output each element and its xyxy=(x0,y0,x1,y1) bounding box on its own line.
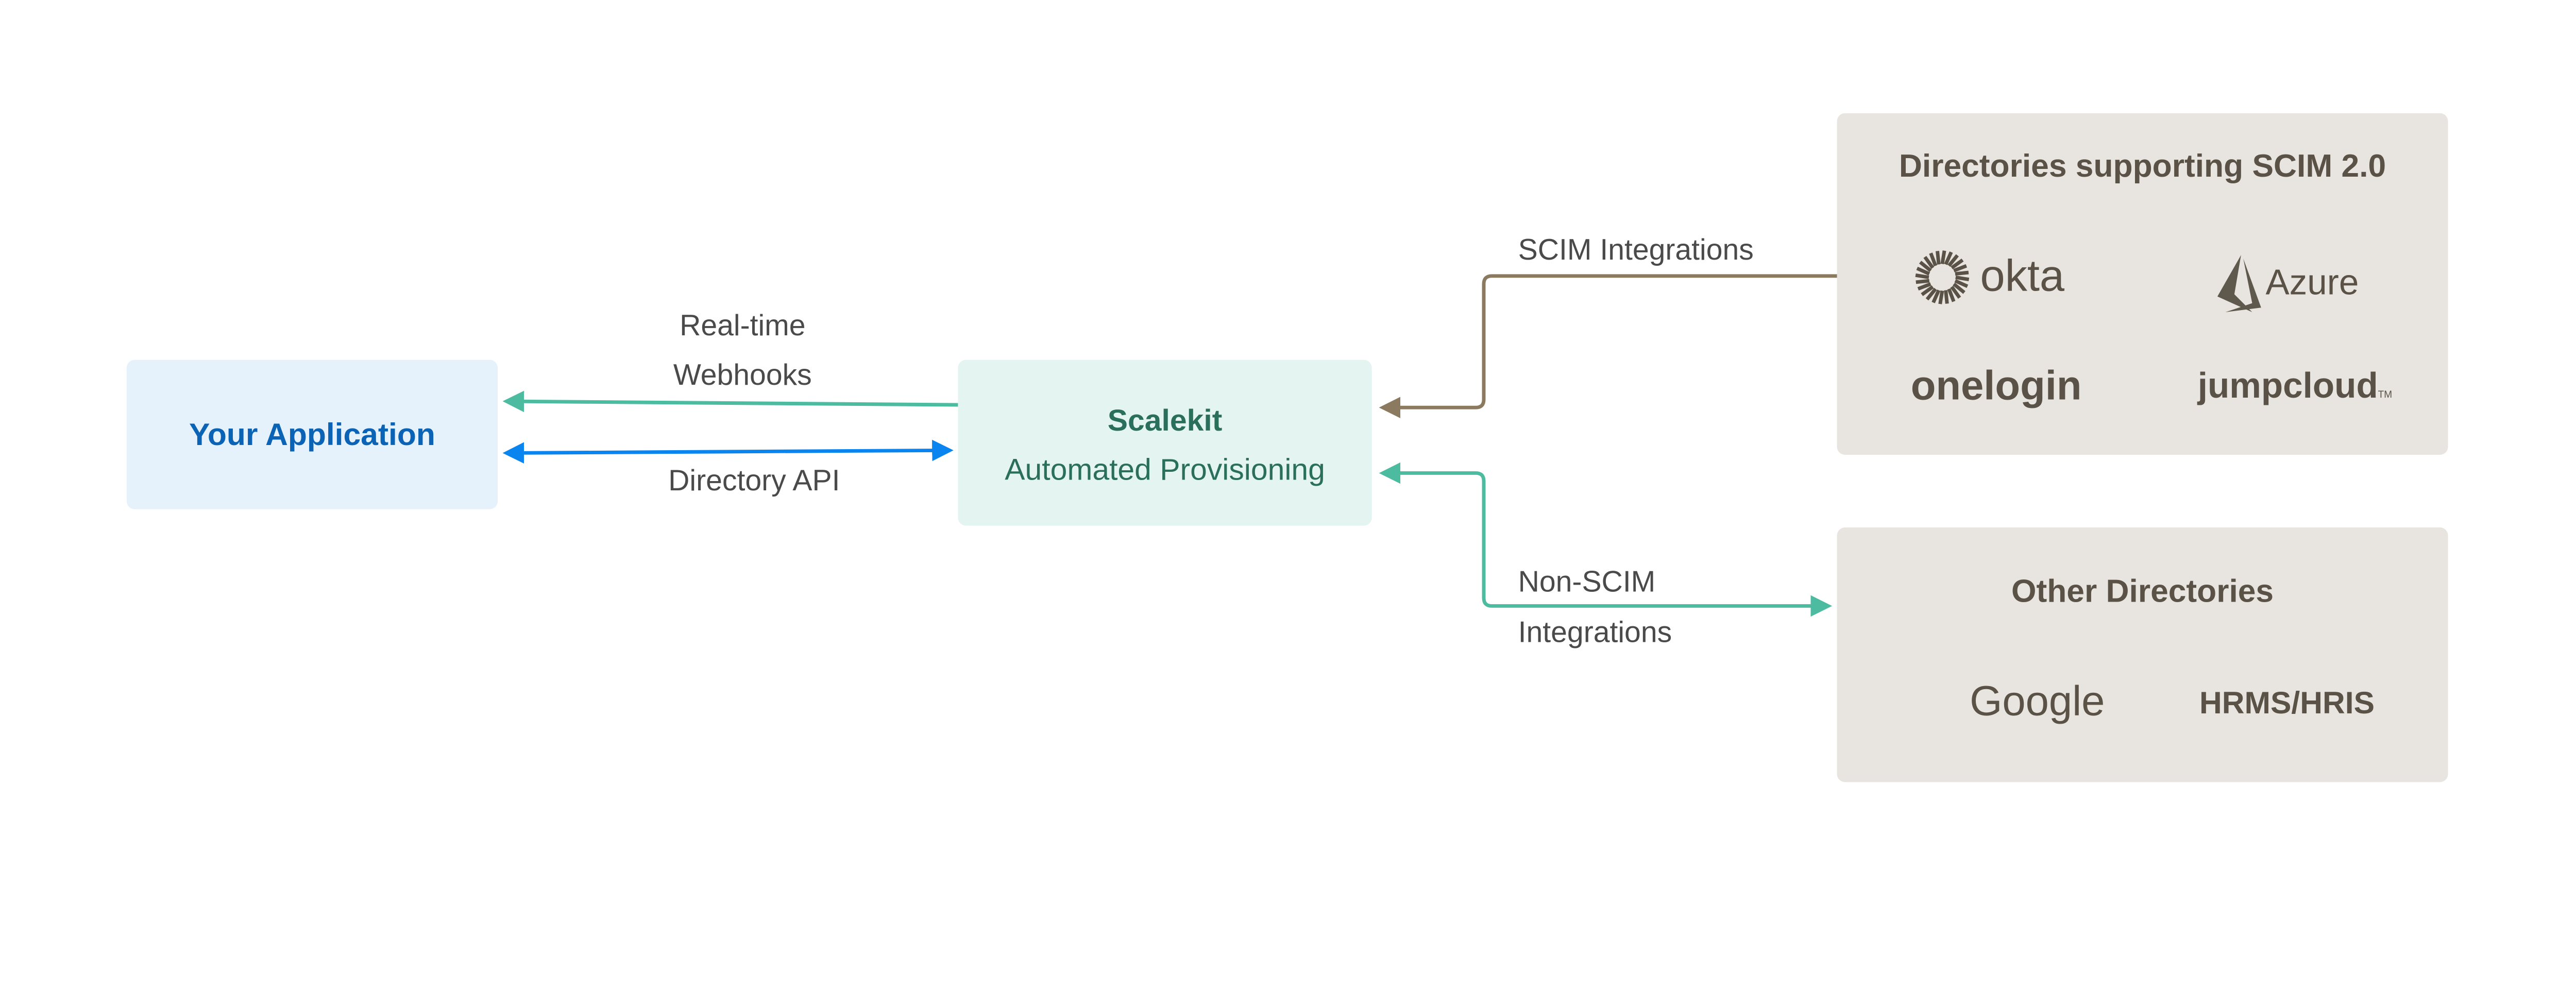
sunburst-ray xyxy=(1954,279,1969,288)
jumpcloud-wordmark: jumpcloud xyxy=(2197,365,2378,405)
sunburst-ray xyxy=(1925,287,1937,301)
webhooks-label-line1: Real-time xyxy=(680,309,805,342)
sunburst-ray xyxy=(1931,289,1941,303)
sunburst-ray xyxy=(1916,279,1930,284)
sunburst-ray xyxy=(1921,285,1934,296)
azure-wordmark: Azure xyxy=(2265,262,2359,302)
sunburst-ray xyxy=(1919,261,1932,272)
sunburst-ray xyxy=(1950,285,1961,299)
onelogin-logo: onelogin xyxy=(1911,363,2082,408)
scalekit-node xyxy=(958,360,1372,526)
sunburst-ray xyxy=(1936,250,1941,265)
scim-integrations-arrow xyxy=(1379,274,1837,418)
your-application-label: Your Application xyxy=(189,417,435,452)
sunburst-ray xyxy=(1938,290,1944,304)
hrms-hris-label: HRMS/HRIS xyxy=(2199,685,2375,720)
jumpcloud-trademark: TM xyxy=(2378,389,2392,400)
sunburst-ray xyxy=(1917,282,1931,291)
scim-directories-node xyxy=(1837,113,2448,455)
other-directories-node xyxy=(1837,527,2448,782)
sunburst-ray xyxy=(1916,266,1930,276)
webhooks-label-line2: Webhooks xyxy=(673,358,812,391)
sunburst-ray xyxy=(1953,282,1965,294)
non-scim-integrations-arrow xyxy=(1379,462,1833,617)
sunburst-ray xyxy=(1955,270,1969,276)
sunburst-ray xyxy=(1955,276,1970,282)
sunburst-ray xyxy=(1923,255,1935,269)
sunburst-ray xyxy=(1947,254,1959,267)
non-scim-label-line1: Non-SCIM xyxy=(1518,566,1656,599)
sunburst-ray xyxy=(1929,252,1938,267)
directory-api-arrow xyxy=(502,439,954,464)
sunburst-ray xyxy=(1944,290,1949,304)
scalekit-subtitle: Automated Provisioning xyxy=(1005,453,1325,486)
other-directories-title: Other Directories xyxy=(2011,574,2274,609)
google-logo: Google xyxy=(1970,677,2105,724)
scalekit-title: Scalekit xyxy=(1108,404,1223,437)
scim-directories-title: Directories supporting SCIM 2.0 xyxy=(1899,148,2386,184)
sunburst-icon xyxy=(1915,250,1970,304)
scim-integrations-label: SCIM Integrations xyxy=(1518,233,1754,266)
azure-triangle-icon xyxy=(2217,255,2261,312)
sunburst-ray xyxy=(1953,264,1968,272)
azure-logo: Azure xyxy=(2217,255,2359,312)
non-scim-label-line2: Integrations xyxy=(1518,616,1672,649)
sunburst-ray xyxy=(1951,258,1964,269)
provisioning-diagram: Your Application Scalekit Automated Prov… xyxy=(126,113,2448,782)
directory-api-label: Directory API xyxy=(668,464,840,497)
okta-logo: okta xyxy=(1915,250,2065,304)
okta-wordmark: okta xyxy=(1980,251,2064,300)
sunburst-ray xyxy=(1947,288,1956,302)
sunburst-ray xyxy=(1940,250,1946,265)
sunburst-ray xyxy=(1944,251,1953,265)
webhooks-arrow xyxy=(502,390,958,413)
sunburst-ray xyxy=(1915,273,1929,279)
jumpcloud-logo: jumpcloud TM xyxy=(2197,365,2392,405)
your-application-node xyxy=(126,360,498,509)
